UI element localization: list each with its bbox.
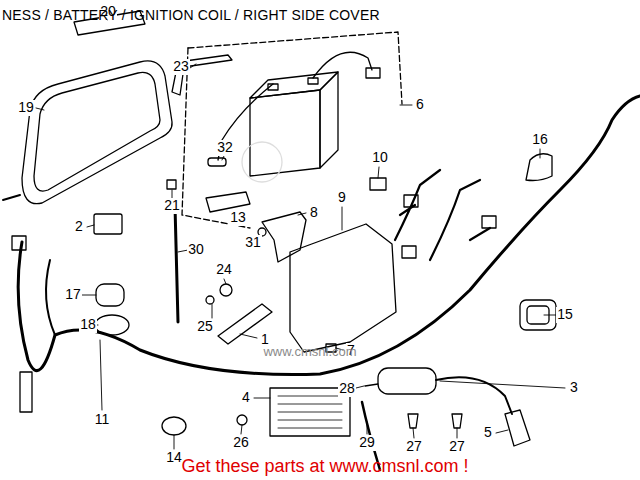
callout-number: 21 [163,198,181,213]
callout-number: 5 [483,425,493,440]
bolt [452,414,462,428]
terminal [308,78,318,84]
grommet [162,417,186,435]
side-cover [290,224,396,352]
callout-number: 26 [232,435,250,450]
wire-harness [46,260,55,335]
cushion [96,284,124,306]
leader-lines [36,18,565,449]
watermark: www.cmsnl.com [263,345,356,359]
callout-number: 14 [165,450,183,465]
battery-lead [313,52,372,78]
callout-number: 13 [229,210,247,225]
callout-number: 2 [74,219,84,234]
battery-connector [366,68,380,78]
connector [370,178,386,190]
callout-number: 30 [187,242,205,257]
callout-number: 6 [415,97,425,112]
callout-number: 4 [241,390,251,405]
screw [206,296,214,304]
harness-branch [395,170,490,260]
bolt [408,414,418,428]
rubber-cap [526,154,552,181]
harness-connector [20,372,32,412]
region-outline [188,32,402,104]
connector [482,216,496,228]
fins [278,396,342,428]
fuse-holder [206,192,250,212]
relay [94,214,122,234]
grommet [520,300,556,330]
callout-number: 32 [216,140,234,155]
callout-number: 16 [531,132,549,147]
battery-side [320,72,338,168]
tool-cover [22,61,172,204]
fuse [208,158,226,166]
bracket [262,212,306,262]
wire-harness [18,96,640,375]
callout-number: 10 [371,150,389,165]
clamp [95,315,129,335]
region-outline [182,48,250,228]
connector [402,246,416,258]
callout-number: 25 [196,319,214,334]
ignition-coil [378,368,436,394]
harness-connector [12,236,26,250]
callout-number: 23 [172,59,190,74]
callout-number: 19 [17,100,35,115]
tool-cover-rim [34,72,160,191]
bolt [237,415,247,425]
callout-number: 9 [337,190,347,205]
breather-tube [175,206,178,322]
battery-band [172,55,232,95]
callout-number: 27 [448,439,466,454]
callout-number: 27 [405,439,423,454]
clip [365,384,378,386]
callout-number: 31 [244,235,262,250]
watermark-logo [242,142,282,182]
callout-number: 28 [338,381,356,396]
callout-number: 8 [309,205,319,220]
nut [220,284,232,296]
callout-number: 29 [358,435,376,450]
plug-cap [505,410,530,446]
battery [250,90,320,176]
screw [3,195,20,200]
callout-number: 11 [94,412,111,427]
connector [404,195,418,207]
callout-number: 15 [556,307,574,322]
callout-number: 3 [569,380,579,395]
callout-number: 24 [215,262,233,277]
diagram-title: NESS / BATTERY / IGNITION COIL / RIGHT S… [2,8,380,23]
callout-number: 17 [64,287,82,302]
caption: Get these parts at www.cmsnl.com ! [181,457,468,477]
callout-number: 18 [79,317,97,332]
pad [167,180,176,189]
